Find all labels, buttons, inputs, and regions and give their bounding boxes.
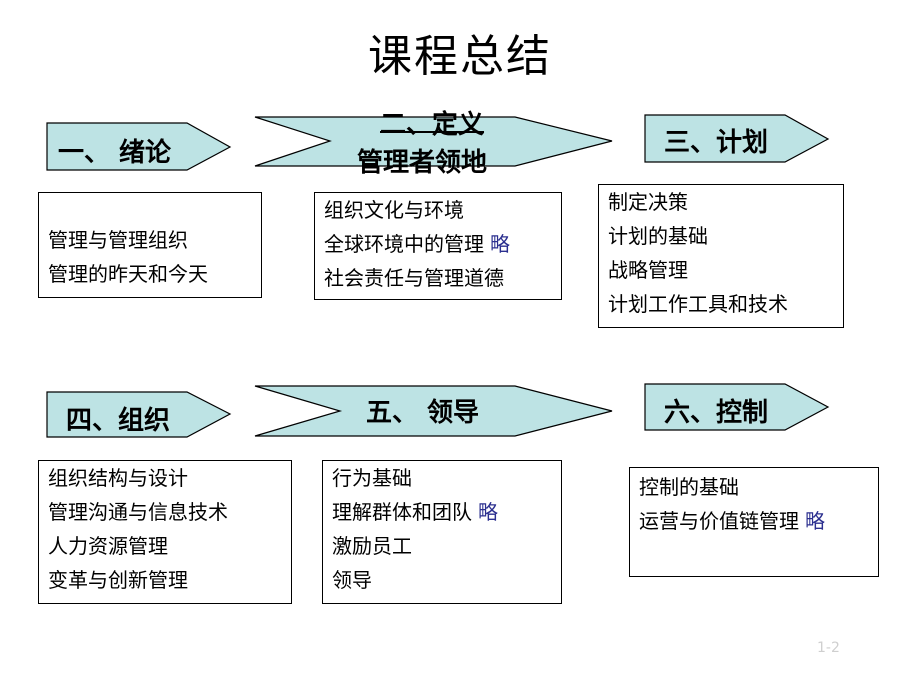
section-6-label: 六、控制 xyxy=(664,398,769,428)
topic-item: 变革与创新管理 xyxy=(48,568,188,592)
topic-item: 领导 xyxy=(332,568,372,592)
topic-item: 管理的昨天和今天 xyxy=(48,262,208,286)
topic-item: 计划工作工具和技术 xyxy=(608,292,788,316)
omitted-note: 略 xyxy=(490,232,510,256)
section-3-topics: 制定决策 计划的基础 战略管理 计划工作工具和技术 xyxy=(598,184,844,328)
omitted-note: 略 xyxy=(805,509,825,533)
topic-item: 组织文化与环境 xyxy=(324,198,464,222)
chevron-shape-2 xyxy=(254,116,613,167)
section-5-topics: 行为基础 理解群体和团队略 激励员工 领导 xyxy=(322,460,562,604)
section-4-topics: 组织结构与设计 管理沟通与信息技术 人力资源管理 变革与创新管理 xyxy=(38,460,292,604)
section-4-label: 四、组织 xyxy=(66,406,171,436)
section-2-topics: 组织文化与环境 全球环境中的管理略 社会责任与管理道德 xyxy=(314,192,562,300)
topic-item: 管理与管理组织 xyxy=(48,228,188,252)
page-number: 1-2 xyxy=(817,640,840,656)
topic-item: 全球环境中的管理略 xyxy=(324,232,510,256)
topic-item: 控制的基础 xyxy=(639,475,739,499)
topic-item: 计划的基础 xyxy=(608,224,708,248)
topic-item: 战略管理 xyxy=(608,258,688,282)
section-1-label: 一、 绪论 xyxy=(58,138,172,168)
topic-item: 制定决策 xyxy=(608,190,688,214)
topic-item: 社会责任与管理道德 xyxy=(324,266,504,290)
topic-item: 人力资源管理 xyxy=(48,534,168,558)
arrow-shape-1 xyxy=(46,122,232,171)
topic-item: 管理沟通与信息技术 xyxy=(48,500,228,524)
arrow-shape-6 xyxy=(644,383,830,431)
topic-item: 激励员工 xyxy=(332,534,412,558)
arrow-shape-4 xyxy=(46,391,232,438)
section-3-label: 三、计划 xyxy=(664,128,769,158)
section-5-label: 五、 领导 xyxy=(366,398,480,428)
topic-item: 理解群体和团队略 xyxy=(332,500,498,524)
chevron-shape-5 xyxy=(254,385,613,437)
section-2-label-line2: 管理者领地 xyxy=(357,148,488,178)
arrow-shape-3 xyxy=(644,114,830,163)
topic-item: 行为基础 xyxy=(332,466,412,490)
topic-item: 组织结构与设计 xyxy=(48,466,188,490)
section-2-label-line1: 二、定义 xyxy=(380,110,485,140)
topic-item: 运营与价值链管理略 xyxy=(639,509,825,533)
page-title: 课程总结 xyxy=(368,31,552,82)
section-6-topics: 控制的基础 运营与价值链管理略 xyxy=(629,467,879,577)
section-1-topics: 管理与管理组织 管理的昨天和今天 xyxy=(38,192,262,298)
omitted-note: 略 xyxy=(478,500,498,524)
